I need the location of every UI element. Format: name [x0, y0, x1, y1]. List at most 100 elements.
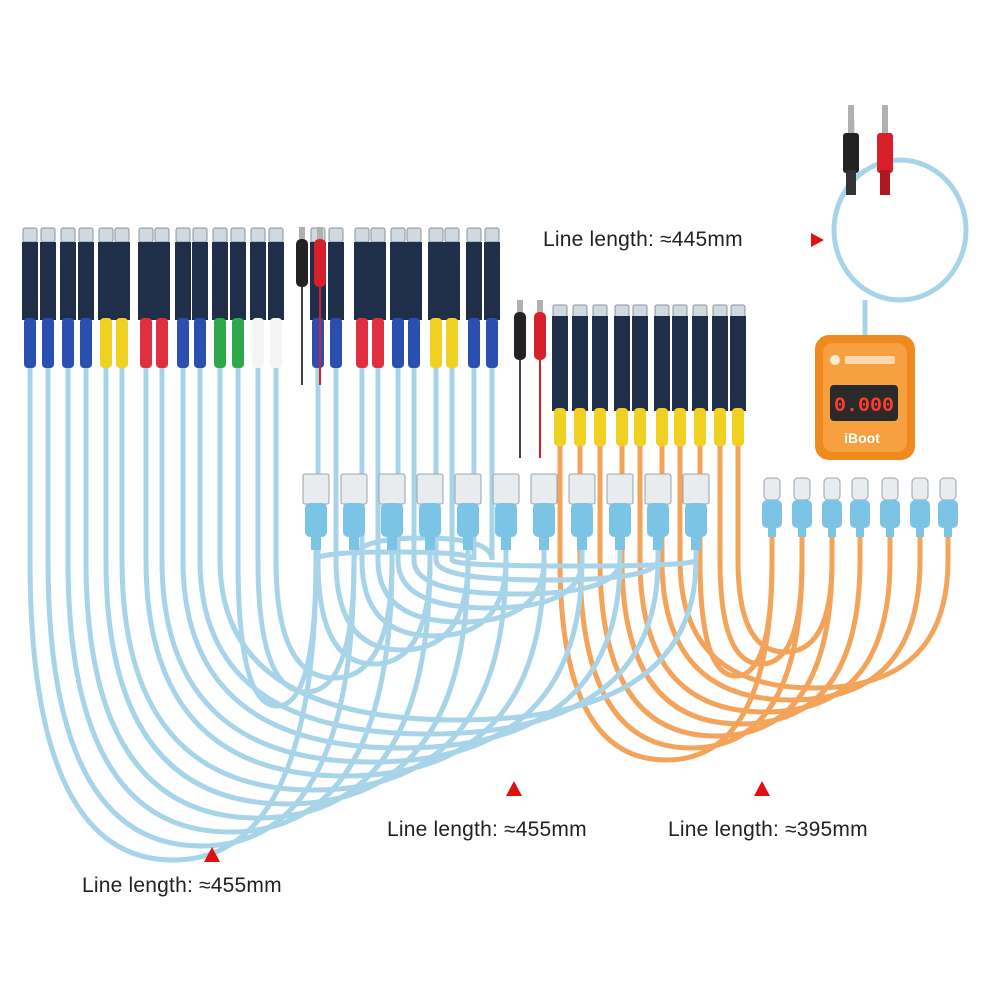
iboot-power-box: 0.000 iBoot: [815, 335, 915, 460]
right-group-length-caption: Line length: ≈395mm: [668, 818, 868, 841]
type-c-plug: [880, 477, 900, 537]
usb-a-plug: [378, 473, 406, 550]
blue-cable: [180, 365, 623, 751]
device-brand-label: iBoot: [844, 430, 880, 446]
test-cable-head: [390, 227, 406, 368]
orange-cable: [637, 443, 893, 715]
orange-test-head: [654, 304, 670, 446]
test-cable-head: [354, 227, 370, 368]
power-cable-length-caption: Line length: ≈445mm: [543, 228, 743, 251]
blue-cable: [83, 365, 433, 821]
test-cable-head: [370, 227, 386, 368]
type-c-plug: [850, 477, 870, 537]
blue-cable-arcs: [27, 365, 699, 863]
orange-test-head: [572, 304, 588, 446]
blue-cable: [143, 365, 547, 779]
alligator-clip: [296, 227, 308, 385]
orange-cable: [659, 443, 923, 703]
usb-a-plug: [682, 473, 710, 550]
left-group-marker: [204, 847, 220, 862]
alligator-clip: [514, 300, 526, 458]
blue-cable: [235, 365, 319, 709]
left-group-length-caption: Line length: ≈455mm: [82, 874, 282, 897]
usb-a-plug: [340, 473, 368, 550]
test-cable-head: [250, 227, 266, 368]
blue-cable: [217, 365, 699, 723]
test-cable-head: [154, 227, 170, 368]
blue-cable: [103, 365, 471, 807]
type-c-plug: [792, 477, 812, 537]
orange-cable-arcs: [557, 443, 951, 763]
test-cable-head: [60, 227, 76, 368]
blue-cable: [449, 365, 699, 569]
blue-cable: [159, 365, 585, 765]
alligator-clip: [314, 227, 326, 385]
orange-cable: [677, 443, 951, 691]
orange-test-head: [712, 304, 728, 446]
orange-test-head: [672, 304, 688, 446]
blue-cable: [333, 365, 471, 653]
usb-a-plug: [454, 473, 482, 550]
blue-cable: [255, 365, 357, 695]
banana-plug-black: [843, 105, 859, 195]
usb-connectors: [302, 473, 958, 550]
usb-a-plug: [302, 473, 330, 550]
test-cable-head: [406, 227, 422, 368]
test-cable-head: [192, 227, 208, 368]
usb-a-plug: [568, 473, 596, 550]
orange-cable: [619, 443, 863, 727]
usb-a-plug: [492, 473, 520, 550]
orange-test-head: [614, 304, 630, 446]
blue-cable: [273, 365, 395, 681]
usb-a-plug: [606, 473, 634, 550]
orange-cable: [697, 443, 775, 679]
alligator-clip: [534, 300, 546, 458]
test-cable-head: [212, 227, 228, 368]
type-c-plug: [762, 477, 782, 537]
power-cable-marker: [811, 233, 824, 247]
test-cable-head: [138, 227, 154, 368]
test-cable-head: [230, 227, 246, 368]
test-cable-head: [428, 227, 444, 368]
blue-cable: [313, 365, 477, 562]
orange-test-head: [730, 304, 746, 446]
blue-cable: [197, 365, 661, 737]
middle-group-length-caption: Line length: ≈455mm: [387, 818, 587, 841]
test-cable-head: [466, 227, 482, 368]
usb-a-plug: [416, 473, 444, 550]
type-c-plug: [938, 477, 958, 537]
blue-cable: [119, 365, 509, 793]
blue-cable: [375, 365, 547, 625]
orange-test-head: [692, 304, 708, 446]
test-cable-head: [444, 227, 460, 368]
test-cable-head: [484, 227, 500, 368]
test-cable-head: [22, 227, 38, 368]
orange-cable: [597, 443, 835, 739]
orange-test-head: [632, 304, 648, 446]
blue-cable: [45, 365, 357, 849]
right-group-marker: [754, 781, 770, 796]
test-cable-head: [78, 227, 94, 368]
banana-plug-red: [877, 105, 893, 195]
blue-cable: [351, 365, 495, 561]
orange-test-head: [552, 304, 568, 446]
blue-cable: [433, 365, 661, 583]
test-cable-head: [98, 227, 114, 368]
test-cable-head: [114, 227, 130, 368]
test-cable-head: [175, 227, 191, 368]
device-display-value: 0.000: [834, 395, 894, 418]
connector-heads: [22, 227, 746, 458]
type-c-plug: [910, 477, 930, 537]
test-cable-head: [268, 227, 284, 368]
blue-cable: [315, 365, 433, 667]
usb-a-plug: [530, 473, 558, 550]
blue-cable: [65, 365, 395, 835]
orange-cable: [735, 443, 835, 655]
usb-a-plug: [644, 473, 672, 550]
test-cable-head: [328, 227, 344, 368]
test-cable-head: [40, 227, 56, 368]
blue-cable: [27, 365, 319, 863]
orange-test-head: [592, 304, 608, 446]
type-c-plug: [822, 477, 842, 537]
